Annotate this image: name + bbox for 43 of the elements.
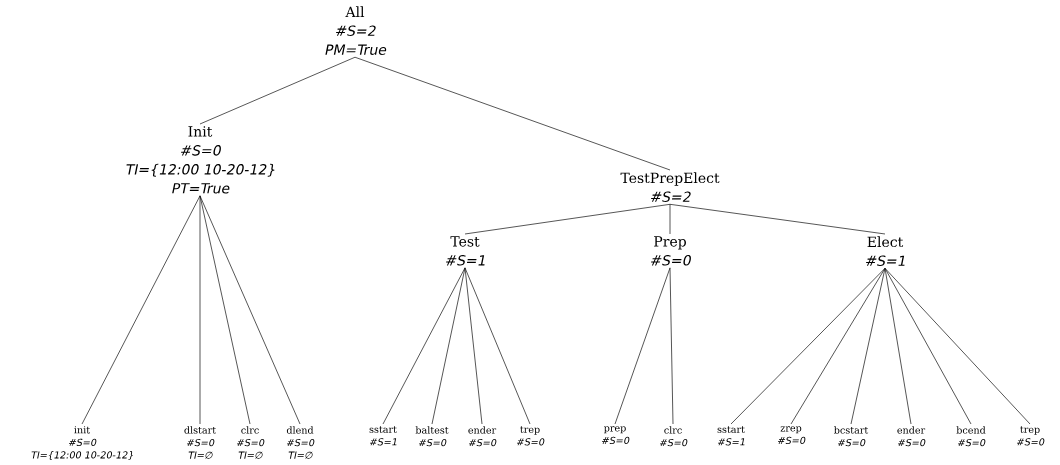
tree-node-label: dlstart #S=0 TI=∅ [184,426,216,459]
tree-branch [199,195,251,425]
tree-node-label: Test #S=1 [446,236,485,266]
tree-branch [669,203,671,235]
tree-branch [884,267,972,425]
tree-node-label: dlend #S=0 TI=∅ [286,426,315,459]
tree-branch [669,267,674,425]
tree-node-label: TestPrepElect #S=2 [620,172,720,202]
tree-node-label: clrc #S=0 TI=∅ [237,426,265,459]
tree-node-label: Init #S=0 TI={12:00 10-20-12} PT=True [126,126,275,194]
tree-node-label: trep #S=0 [517,426,545,446]
tree-node-label: Elect #S=1 [866,236,905,266]
tree-branch [199,56,356,125]
tree-node-label: baltest #S=0 [415,426,449,447]
tree-branch [354,56,671,171]
tree-branch [199,195,201,425]
tree-branch [884,267,912,425]
tree-node-label: bcstart #S=0 [834,426,869,447]
tree-branch [382,267,466,425]
tree-node-label: sstart #S=1 [369,426,397,446]
tree-branch [614,267,671,425]
tree-node-label: bcend #S=0 [956,426,986,447]
tree-branch [884,267,1031,425]
tree-node-label: zrep #S=0 [778,426,806,445]
tree-branch [669,203,886,235]
tree-node-label: prep #S=0 [602,426,630,445]
tree-branch [464,267,531,425]
tree-node-label: Prep #S=0 [651,236,691,266]
tree-branch [464,267,483,425]
tree-node-label: All #S=2 PM=True [325,6,387,55]
tree-branch [199,195,301,425]
tree-branch [850,267,886,425]
tree-node-label: sstart #S=1 [717,426,745,446]
tree-node-label: ender #S=0 [468,426,497,447]
tree-node-label: trep #S=0 [1017,426,1045,446]
tree-branch [790,267,886,425]
tree-branch [431,267,466,425]
tree-node-label: clrc #S=0 [660,426,688,447]
tree-branch [464,203,671,235]
tree-branch [730,267,886,425]
tree-node-label: ender #S=0 [897,426,926,447]
tree-branch [81,195,201,425]
tree-node-label: init #S=0 TI={12:00 10-20-12} [31,426,134,460]
